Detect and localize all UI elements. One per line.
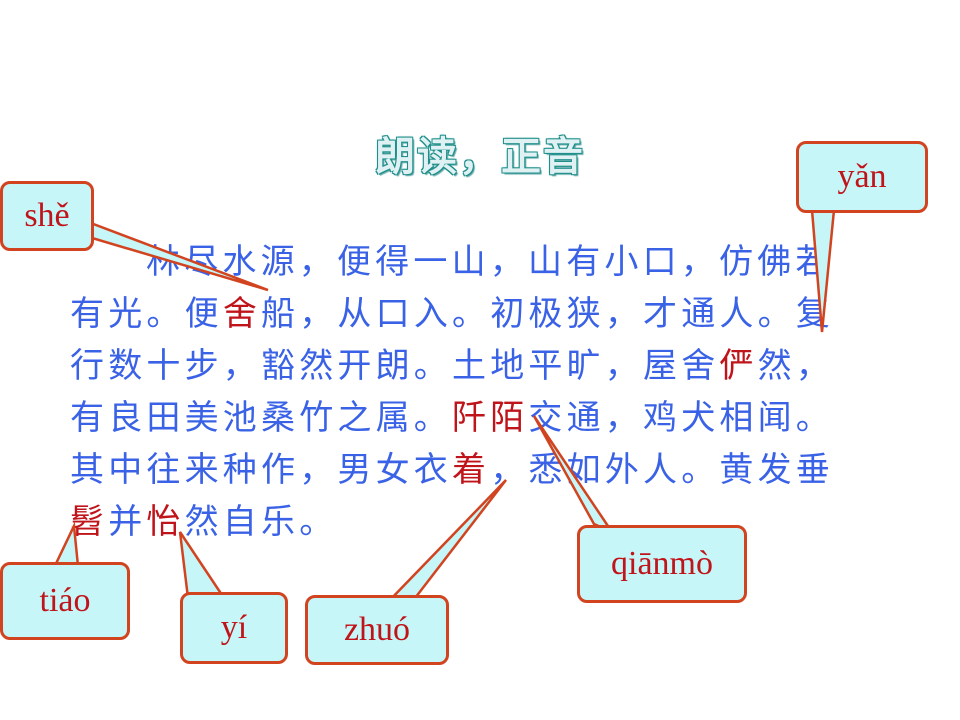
highlighted-character: 俨 [719, 346, 758, 386]
annotation-yi: yí [180, 592, 288, 664]
annotation-yan: yǎn [796, 141, 928, 213]
highlighted-character: 怡 [146, 502, 185, 542]
annotation-qianmo: qiānmò [577, 525, 747, 603]
highlighted-character: 着 [452, 450, 491, 490]
passage-line: 林尽水源，便得一山，山有小口，仿佛若 [70, 236, 940, 288]
passage-text: 林尽水源，便得一山，山有小口，仿佛若有光。便舍船，从口入。初极狭，才通人。复行数… [70, 236, 940, 548]
passage-segment: 其中往来种作，男女衣 [70, 450, 452, 490]
passage-line: 有光。便舍船，从口入。初极狭，才通人。复 [70, 288, 940, 340]
passage-segment: 林尽水源，便得一山，山有小口，仿佛若 [146, 242, 834, 282]
passage-segment: 有良田美池桑竹之属。 [70, 398, 452, 438]
passage-segment: 船，从口入。初极狭，才通人。复 [261, 294, 835, 334]
annotation-tiao: tiáo [0, 562, 130, 640]
passage-segment: ，悉如外人。黄发垂 [490, 450, 835, 490]
passage-segment: 然自乐。 [184, 502, 338, 542]
passage-line: 髫并怡然自乐。 [70, 496, 940, 548]
passage-line: 行数十步，豁然开朗。土地平旷，屋舍俨然， [70, 340, 940, 392]
passage-segment: 并 [108, 502, 147, 542]
annotation-zhuo: zhuó [305, 595, 449, 665]
passage-segment: 有光。便 [70, 294, 223, 334]
annotation-she: shě [0, 181, 94, 251]
highlighted-character: 髫 [70, 502, 109, 542]
passage-line: 其中往来种作，男女衣着，悉如外人。黄发垂 [70, 444, 940, 496]
passage-segment: 行数十步，豁然开朗。土地平旷，屋舍 [70, 346, 720, 386]
highlighted-character: 阡陌 [452, 398, 529, 438]
page-title: 朗读，正音 [375, 134, 585, 180]
highlighted-character: 舍 [222, 294, 262, 334]
passage-line: 有良田美池桑竹之属。阡陌交通，鸡犬相闻。 [70, 392, 940, 444]
passage-segment: 交通，鸡犬相闻。 [528, 398, 835, 438]
passage-segment: 然， [757, 346, 835, 386]
